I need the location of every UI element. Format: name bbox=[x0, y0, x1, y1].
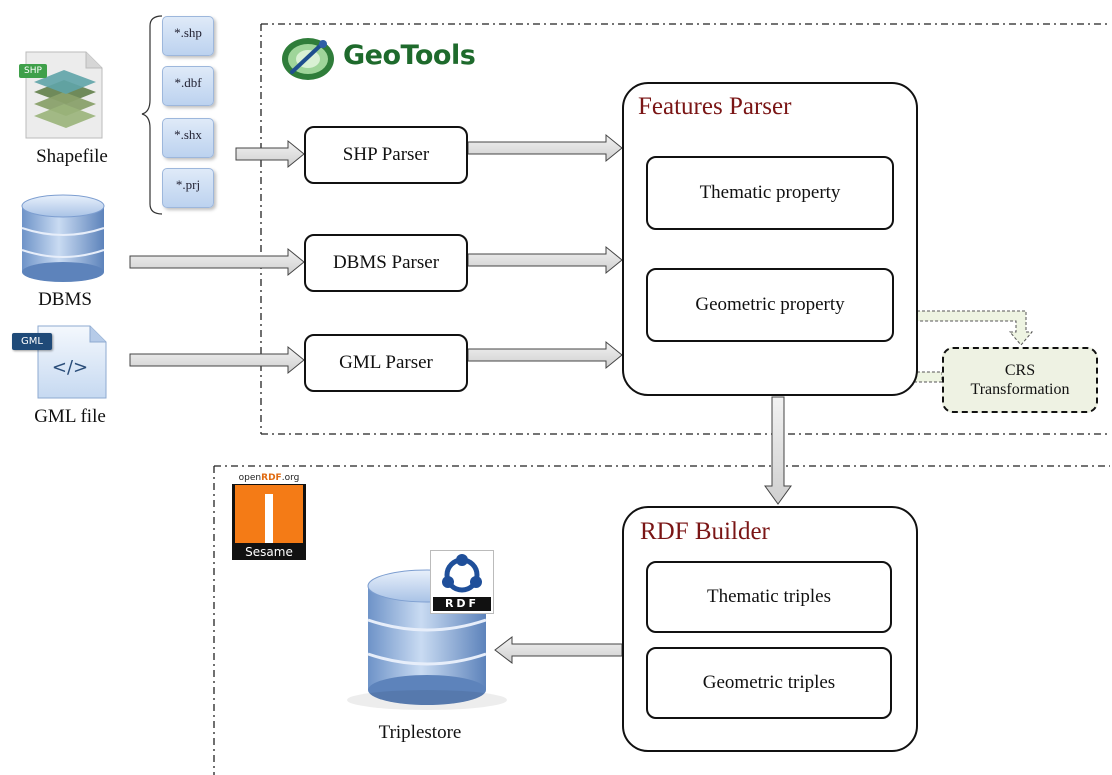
gml-file-label: GML file bbox=[34, 406, 106, 427]
triplestore-label: Triplestore bbox=[378, 722, 462, 743]
arrow-dbms-to-features bbox=[467, 245, 623, 275]
crs-transformation-box: CRS Transformation bbox=[942, 347, 1098, 413]
dbms-label: DBMS bbox=[38, 289, 92, 310]
geometric-property-box: Geometric property bbox=[646, 268, 894, 342]
shp-parser-box: SHP Parser bbox=[304, 126, 468, 184]
dbms-parser-box: DBMS Parser bbox=[304, 234, 468, 292]
extension-file-shx: *.shx bbox=[162, 118, 214, 158]
crs-line-2: Transformation bbox=[970, 381, 1070, 398]
shapefile-tag: SHP bbox=[19, 64, 47, 78]
shapefile-label: Shapefile bbox=[36, 146, 108, 167]
geotools-logo-icon bbox=[280, 36, 336, 82]
crs-line-1: CRS bbox=[1004, 362, 1036, 379]
dbms-database-icon bbox=[21, 194, 105, 282]
sesame-region-border bbox=[213, 465, 1110, 775]
geometric-triples-box: Geometric triples bbox=[646, 647, 892, 719]
parser-arrows bbox=[467, 133, 623, 370]
sesame-door-icon bbox=[235, 485, 303, 543]
extension-file-shp: *.shp bbox=[162, 16, 214, 56]
features-parser-title: Features Parser bbox=[638, 93, 792, 120]
rdf-logo-text: RDF bbox=[433, 597, 491, 611]
arrow-rdf-to-triplestore bbox=[494, 635, 623, 665]
features-parser-container bbox=[622, 82, 918, 396]
gml-parser-box: GML Parser bbox=[304, 334, 468, 392]
thematic-triples-box: Thematic triples bbox=[646, 561, 892, 633]
input-arrows bbox=[129, 139, 305, 375]
sesame-name: Sesame bbox=[245, 545, 293, 559]
thematic-property-box: Thematic property bbox=[646, 156, 894, 230]
gml-file-icon: </> bbox=[37, 325, 107, 399]
rdf-logo: RDF bbox=[430, 550, 494, 614]
sesame-logo: openRDF.org Sesame bbox=[232, 472, 306, 560]
arrow-gml-to-gml bbox=[129, 345, 305, 375]
geotools-brand: GeoTools bbox=[343, 40, 476, 71]
arrow-geometric-to-crs bbox=[891, 310, 1034, 346]
sesame-openrdf-label: openRDF.org bbox=[232, 472, 306, 484]
extension-file-dbf: *.dbf bbox=[162, 66, 214, 106]
arrow-dbms-to-dbms bbox=[129, 247, 305, 277]
arrow-features-to-rdf bbox=[764, 396, 792, 505]
gml-tag: GML bbox=[12, 333, 52, 350]
svg-text:</>: </> bbox=[52, 357, 88, 378]
extensions-brace bbox=[141, 15, 163, 215]
arrow-shp-to-features bbox=[467, 133, 623, 163]
rdf-graph-icon bbox=[442, 554, 482, 593]
extension-file-prj: *.prj bbox=[162, 168, 214, 208]
arrow-shapefile-to-shp bbox=[235, 139, 305, 169]
arrow-gml-to-features bbox=[467, 340, 623, 370]
rdf-builder-title: RDF Builder bbox=[640, 518, 770, 545]
triplestore-database-icon bbox=[347, 569, 507, 710]
